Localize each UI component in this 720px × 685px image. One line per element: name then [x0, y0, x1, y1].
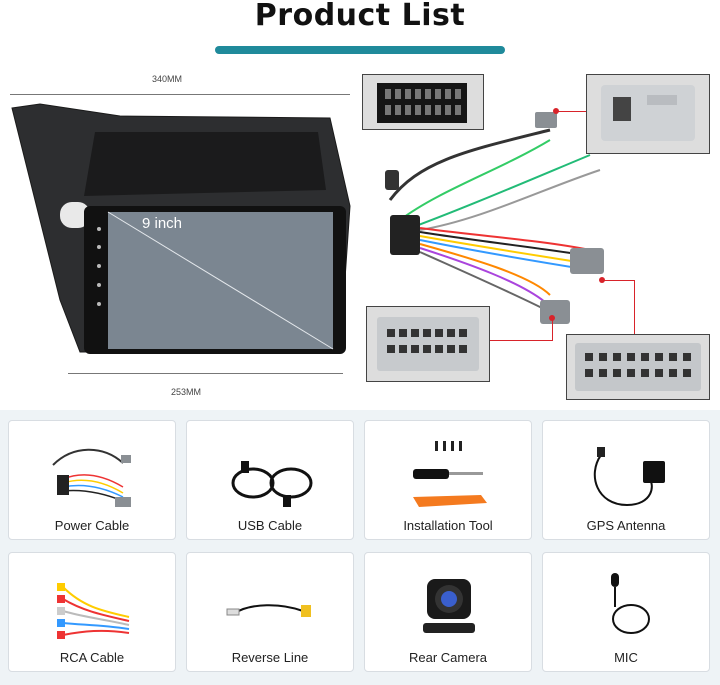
product-label: Installation Tool — [403, 518, 493, 533]
product-card-gps-antenna: GPS Antenna — [542, 420, 710, 540]
connector-detail-bottom-right — [566, 334, 710, 400]
product-label: Power Cable — [54, 518, 130, 533]
product-label: RCA Cable — [59, 650, 125, 665]
product-card-rear-camera: Rear Camera — [364, 552, 532, 672]
product-label: Reverse Line — [231, 650, 309, 665]
product-label: MIC — [614, 650, 638, 665]
page-title: Product List — [254, 0, 466, 33]
product-label: USB Cable — [237, 518, 303, 533]
callout-line — [490, 340, 552, 341]
depth-dimension-label: 253MM — [171, 387, 202, 397]
power-cable-icon — [52, 448, 131, 507]
depth-dimension-line — [68, 373, 343, 374]
wiring-harness-image — [385, 112, 604, 324]
product-label: Rear Camera — [408, 650, 488, 665]
product-card-reverse-line: Reverse Line — [186, 552, 354, 672]
screen-size-label: 9 inch — [142, 215, 183, 232]
width-dimension-line — [10, 94, 350, 95]
mic-icon — [611, 573, 650, 634]
callout-line — [552, 318, 553, 341]
callout-dot — [553, 108, 559, 114]
rear-camera-icon — [423, 579, 475, 633]
connector-detail-top-left — [362, 74, 484, 130]
head-unit-image — [11, 103, 351, 354]
callout-line — [602, 280, 634, 281]
connector-detail-bottom-left — [366, 306, 490, 382]
callout-line — [634, 280, 635, 334]
product-card-rca-cable: RCA Cable — [8, 552, 176, 672]
usb-cable-icon — [231, 461, 313, 507]
connector-detail-top-right — [586, 74, 710, 154]
product-card-installation-tool: Installation Tool — [364, 420, 532, 540]
gps-antenna-icon — [593, 447, 665, 507]
product-card-mic: MIC — [542, 552, 710, 672]
product-label: GPS Antenna — [586, 518, 666, 533]
product-card-power-cable: Power Cable — [8, 420, 176, 540]
callout-dot — [599, 277, 605, 283]
product-card-usb-cable: USB Cable — [186, 420, 354, 540]
installation-tool-icon — [413, 441, 487, 507]
callout-line — [556, 111, 586, 112]
title-underline — [215, 46, 505, 54]
rca-cable-icon — [57, 583, 130, 639]
reverse-line-icon — [226, 604, 311, 617]
callout-dot — [549, 315, 555, 321]
width-dimension-label: 340MM — [152, 74, 183, 84]
